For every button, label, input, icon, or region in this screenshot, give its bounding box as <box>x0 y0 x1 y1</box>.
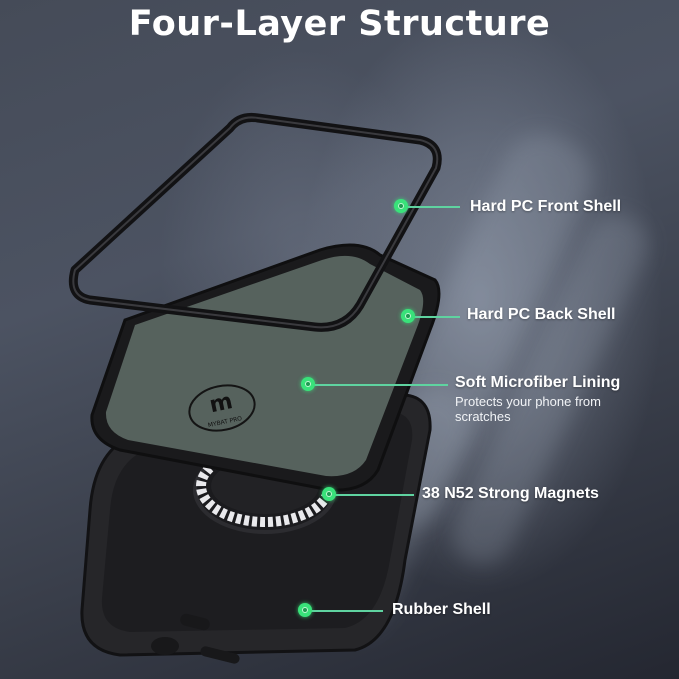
leader-line <box>408 316 460 318</box>
front-shell-layer <box>68 113 442 332</box>
leader-line <box>308 384 448 386</box>
hotspot-marker-icon <box>322 487 336 501</box>
svg-text:m: m <box>207 389 235 418</box>
hotspot-marker-icon <box>394 199 408 213</box>
callout-rubber-shell: Rubber Shell <box>392 601 491 618</box>
back-shell-layer: m MYBAT PRO <box>90 243 441 492</box>
callout-microfiber-lining: Soft Microfiber Lining <box>455 374 621 391</box>
page-title: Four-Layer Structure <box>128 4 551 44</box>
hotspot-marker-icon <box>301 377 315 391</box>
callout-back-shell: Hard PC Back Shell <box>467 306 616 323</box>
hotspot-marker-icon <box>298 603 312 617</box>
callout-microfiber-description: Protects your phone from scratches <box>455 394 601 424</box>
leader-line <box>401 206 460 208</box>
callout-magnets: 38 N52 Strong Magnets <box>422 485 599 502</box>
hotspot-marker-icon <box>401 309 415 323</box>
leader-line <box>329 494 414 496</box>
leader-line <box>305 610 383 612</box>
callout-front-shell: Hard PC Front Shell <box>470 198 622 215</box>
